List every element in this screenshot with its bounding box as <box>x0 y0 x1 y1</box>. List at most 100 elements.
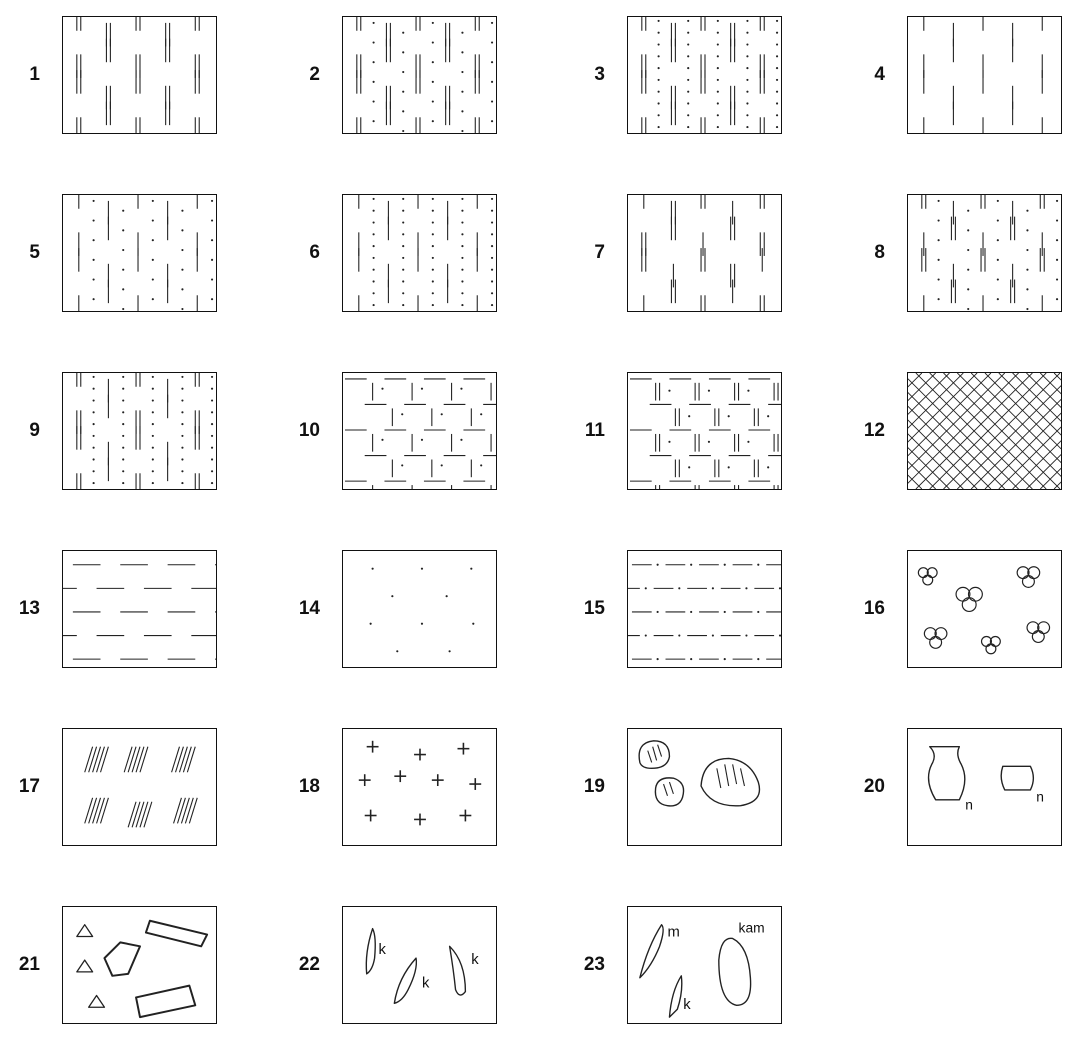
pattern-drawing: m k kam <box>628 907 781 1023</box>
pattern-drawing <box>63 907 216 1023</box>
legend-item: 3 <box>565 0 855 150</box>
legend-item-number: 7 <box>565 178 605 328</box>
legend-item: 15 <box>565 534 855 684</box>
legend-item: 13 <box>0 534 290 684</box>
pattern-swatch-triangles-and-slabs <box>62 906 217 1024</box>
pattern-swatch-mixed-single-double-vertical <box>627 194 782 312</box>
pattern-drawing <box>628 373 781 489</box>
svg-text:kam: kam <box>739 921 765 936</box>
pattern-swatch-stone-and-bone: m k kam <box>627 906 782 1024</box>
legend-item-number: 15 <box>565 534 605 684</box>
legend-item: 10 <box>280 356 570 506</box>
svg-text:k: k <box>683 997 691 1013</box>
legend-item: 9 <box>0 356 290 506</box>
legend-item: 22 k k k <box>280 890 570 1040</box>
legend-item: 4 <box>845 0 1065 150</box>
legend-item-number: 13 <box>0 534 40 684</box>
legend-item: 19 <box>565 712 855 862</box>
svg-text:k: k <box>422 976 430 992</box>
svg-text:n: n <box>1036 790 1044 805</box>
pattern-drawing <box>628 17 781 133</box>
legend-item: 2 <box>280 0 570 150</box>
legend-item: 11 <box>565 356 855 506</box>
legend-item-number: 14 <box>280 534 320 684</box>
legend-item: 14 <box>280 534 570 684</box>
pattern-drawing <box>628 195 781 311</box>
legend-item-number: 16 <box>845 534 885 684</box>
pattern-drawing: k k k <box>343 907 496 1023</box>
legend-item-number: 10 <box>280 356 320 506</box>
svg-text:k: k <box>379 942 387 958</box>
pattern-swatch-double-vertical-with-dots <box>342 16 497 134</box>
legend-item: 18 <box>280 712 570 862</box>
legend-item-number: 5 <box>0 178 40 328</box>
legend-item: 5 <box>0 178 290 328</box>
svg-text:k: k <box>471 952 479 968</box>
pattern-drawing <box>63 729 216 845</box>
legend-item: 1 <box>0 0 290 150</box>
legend-item: 17 <box>0 712 290 862</box>
pattern-drawing: nn <box>908 729 1061 845</box>
pattern-drawing <box>343 729 496 845</box>
pattern-swatch-single-vertical-dotted-columns <box>342 194 497 312</box>
pattern-swatch-vertical-horizontal-brick <box>342 372 497 490</box>
legend-item-number: 1 <box>0 0 40 150</box>
pattern-swatch-double-vertical-staggered <box>62 16 217 134</box>
legend-item-number: 21 <box>0 890 40 1040</box>
pattern-drawing <box>63 195 216 311</box>
pattern-drawing <box>343 195 496 311</box>
pattern-swatch-mixed-vertical-dotted-columns <box>62 372 217 490</box>
legend-item-number: 8 <box>845 178 885 328</box>
pattern-drawing <box>628 551 781 667</box>
pattern-drawing <box>908 551 1061 667</box>
pattern-swatch-horizontal-dashes <box>62 550 217 668</box>
pattern-swatch-crosshatch <box>907 372 1062 490</box>
pattern-drawing <box>63 551 216 667</box>
pattern-drawing <box>628 729 781 845</box>
legend-item-number: 11 <box>565 356 605 506</box>
pattern-swatch-mixed-vertical-with-dots <box>907 194 1062 312</box>
legend-item-number: 6 <box>280 178 320 328</box>
legend-item-number: 9 <box>0 356 40 506</box>
pattern-drawing <box>63 17 216 133</box>
legend-item: 21 <box>0 890 290 1040</box>
legend-item-number: 17 <box>0 712 40 862</box>
pattern-swatch-bone-fragments: k k k <box>342 906 497 1024</box>
pattern-drawing <box>343 551 496 667</box>
legend-item-number: 23 <box>565 890 605 1040</box>
pattern-swatch-crosses <box>342 728 497 846</box>
pattern-drawing <box>908 373 1061 489</box>
legend-item-number: 19 <box>565 712 605 862</box>
pattern-swatch-single-vertical-with-dots <box>62 194 217 312</box>
legend-item: 23 m k kam <box>565 890 855 1040</box>
legend-item-number: 3 <box>565 0 605 150</box>
pattern-drawing <box>343 17 496 133</box>
legend-item-number: 20 <box>845 712 885 862</box>
legend-item-number: 22 <box>280 890 320 1040</box>
pattern-swatch-circle-clusters <box>907 550 1062 668</box>
pattern-drawing <box>908 17 1061 133</box>
pattern-swatch-horizontal-dash-dot <box>627 550 782 668</box>
pattern-drawing <box>908 195 1061 311</box>
legend-item-number: 12 <box>845 356 885 506</box>
legend-item: 8 <box>845 178 1065 328</box>
pattern-drawing <box>343 373 496 489</box>
pattern-drawing <box>63 373 216 489</box>
legend-item: 6 <box>280 178 570 328</box>
legend-item-number: 2 <box>280 0 320 150</box>
pattern-swatch-single-vertical-staggered <box>907 16 1062 134</box>
legend-item-number: 18 <box>280 712 320 862</box>
pattern-swatch-double-vertical-horizontal-brick <box>627 372 782 490</box>
legend-item: 7 <box>565 178 855 328</box>
svg-text:n: n <box>965 798 973 813</box>
svg-text:m: m <box>667 925 679 941</box>
pattern-swatch-diagonal-hatch-groups <box>62 728 217 846</box>
legend-item: 12 <box>845 356 1065 506</box>
legend-item: 16 <box>845 534 1065 684</box>
legend-item-number: 4 <box>845 0 885 150</box>
pattern-swatch-pebbles <box>627 728 782 846</box>
pattern-swatch-double-vertical-dotted-columns <box>627 16 782 134</box>
pattern-swatch-sparse-dots <box>342 550 497 668</box>
